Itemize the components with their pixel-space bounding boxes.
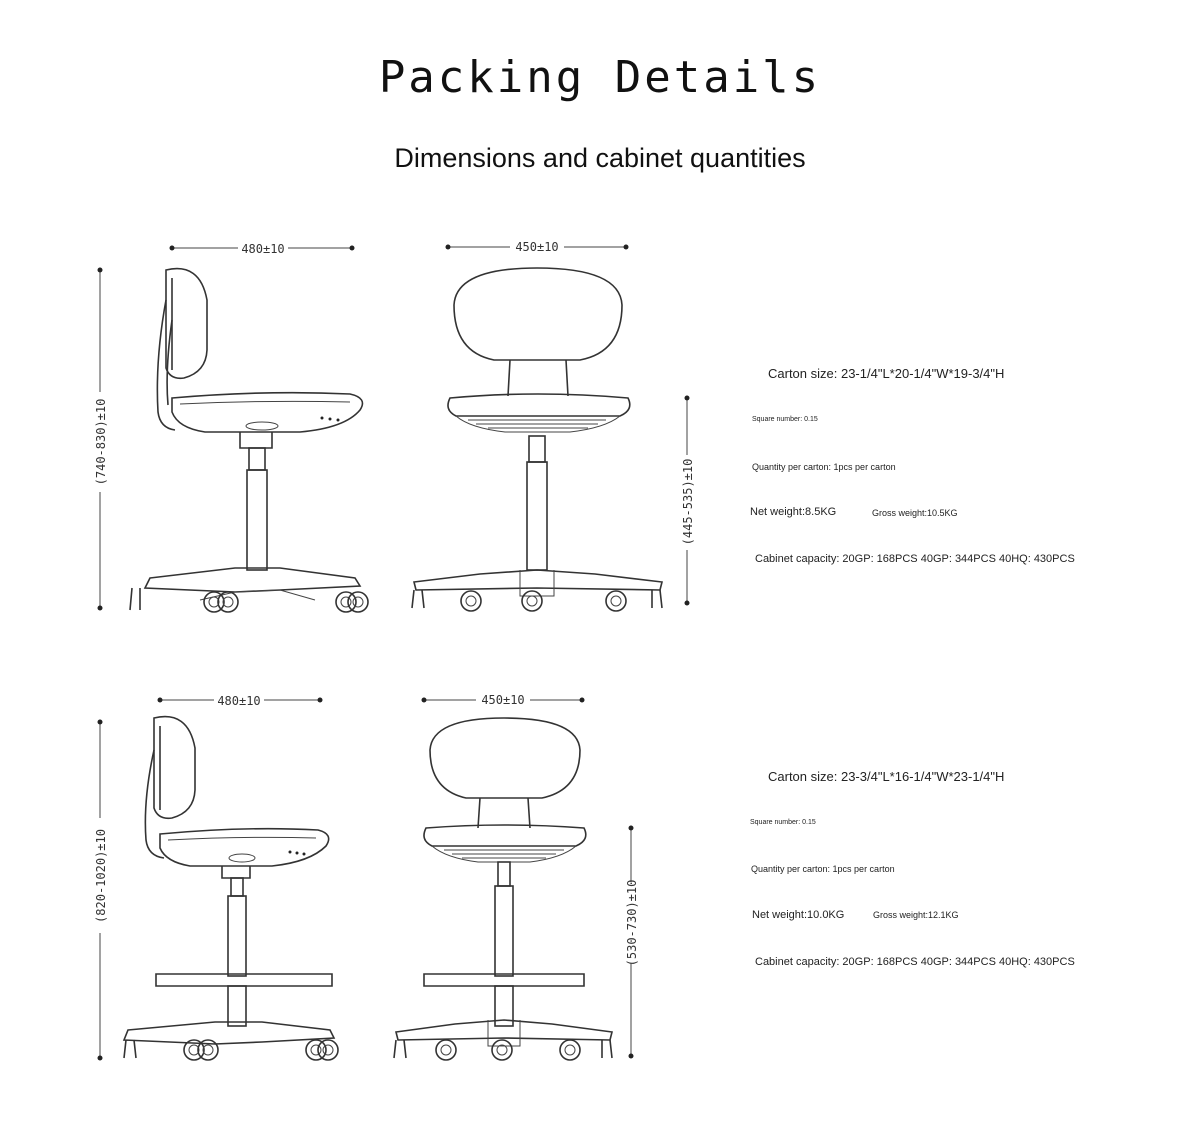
dim-1-side-width-label: 480±10	[241, 242, 284, 256]
dim-1-side-width-line	[169, 240, 355, 256]
dim-1-seat-height-line	[679, 395, 695, 606]
page-title: Packing Details	[378, 52, 822, 103]
dim-2-total-height-label: (820-1020)±10	[94, 829, 108, 923]
dim-2-front-width-label: 450±10	[481, 693, 524, 707]
spec-2-net-weight: Net weight:10.0KG	[752, 909, 845, 921]
chair-1-side-view: 480±10 (740-830)±10	[92, 240, 369, 613]
chair-1-front-view: 450±10 (445-535)±10	[411, 238, 695, 612]
dim-2-side-width-label: 480±10	[217, 694, 260, 708]
spec-2-cabinet-capacity: Cabinet capacity: 20GP: 168PCS 40GP: 344…	[755, 956, 1075, 968]
dim-2-total-height-line	[92, 719, 108, 1061]
spec-1-carton-size: Carton size: 23-1/4"L*20-1/4"W*19-3/4"H	[768, 366, 1005, 381]
chair-2-front-view: 450±10 (530-730)±10	[393, 691, 639, 1061]
dim-1-total-height-label: (740-830)±10	[94, 399, 108, 486]
spec-2-carton-size: Carton size: 23-3/4"L*16-1/4"W*23-1/4"H	[768, 769, 1005, 784]
spec-1-square-number: Square number: 0.15	[752, 416, 818, 423]
spec-1-net-weight: Net weight:8.5KG	[750, 506, 837, 518]
spec-2-gross-weight: Gross weight:12.1KG	[873, 910, 959, 920]
dim-1-seat-height-label: (445-535)±10	[681, 459, 695, 546]
spec-2-quantity-per-carton: Quantity per carton: 1pcs per carton	[751, 864, 895, 874]
dim-1-front-width-label: 450±10	[515, 240, 558, 254]
dim-2-seat-height-label: (530-730)±10	[625, 880, 639, 967]
dim-2-front-width-line	[421, 691, 585, 707]
dim-1-total-height-line	[92, 267, 108, 611]
spec-1-cabinet-capacity: Cabinet capacity: 20GP: 168PCS 40GP: 344…	[755, 553, 1075, 565]
dim-1-front-width-line	[445, 238, 629, 254]
page-subtitle: Dimensions and cabinet quantities	[394, 143, 806, 173]
dim-2-side-width-line	[157, 692, 323, 708]
chair-2-side-view: 480±10 (820-1020)±10	[92, 692, 339, 1061]
spec-2-square-number: Square number: 0.15	[750, 819, 816, 826]
spec-1-quantity-per-carton: Quantity per carton: 1pcs per carton	[752, 462, 896, 472]
spec-1-gross-weight: Gross weight:10.5KG	[872, 508, 958, 518]
dim-2-seat-height-line	[623, 825, 639, 1059]
